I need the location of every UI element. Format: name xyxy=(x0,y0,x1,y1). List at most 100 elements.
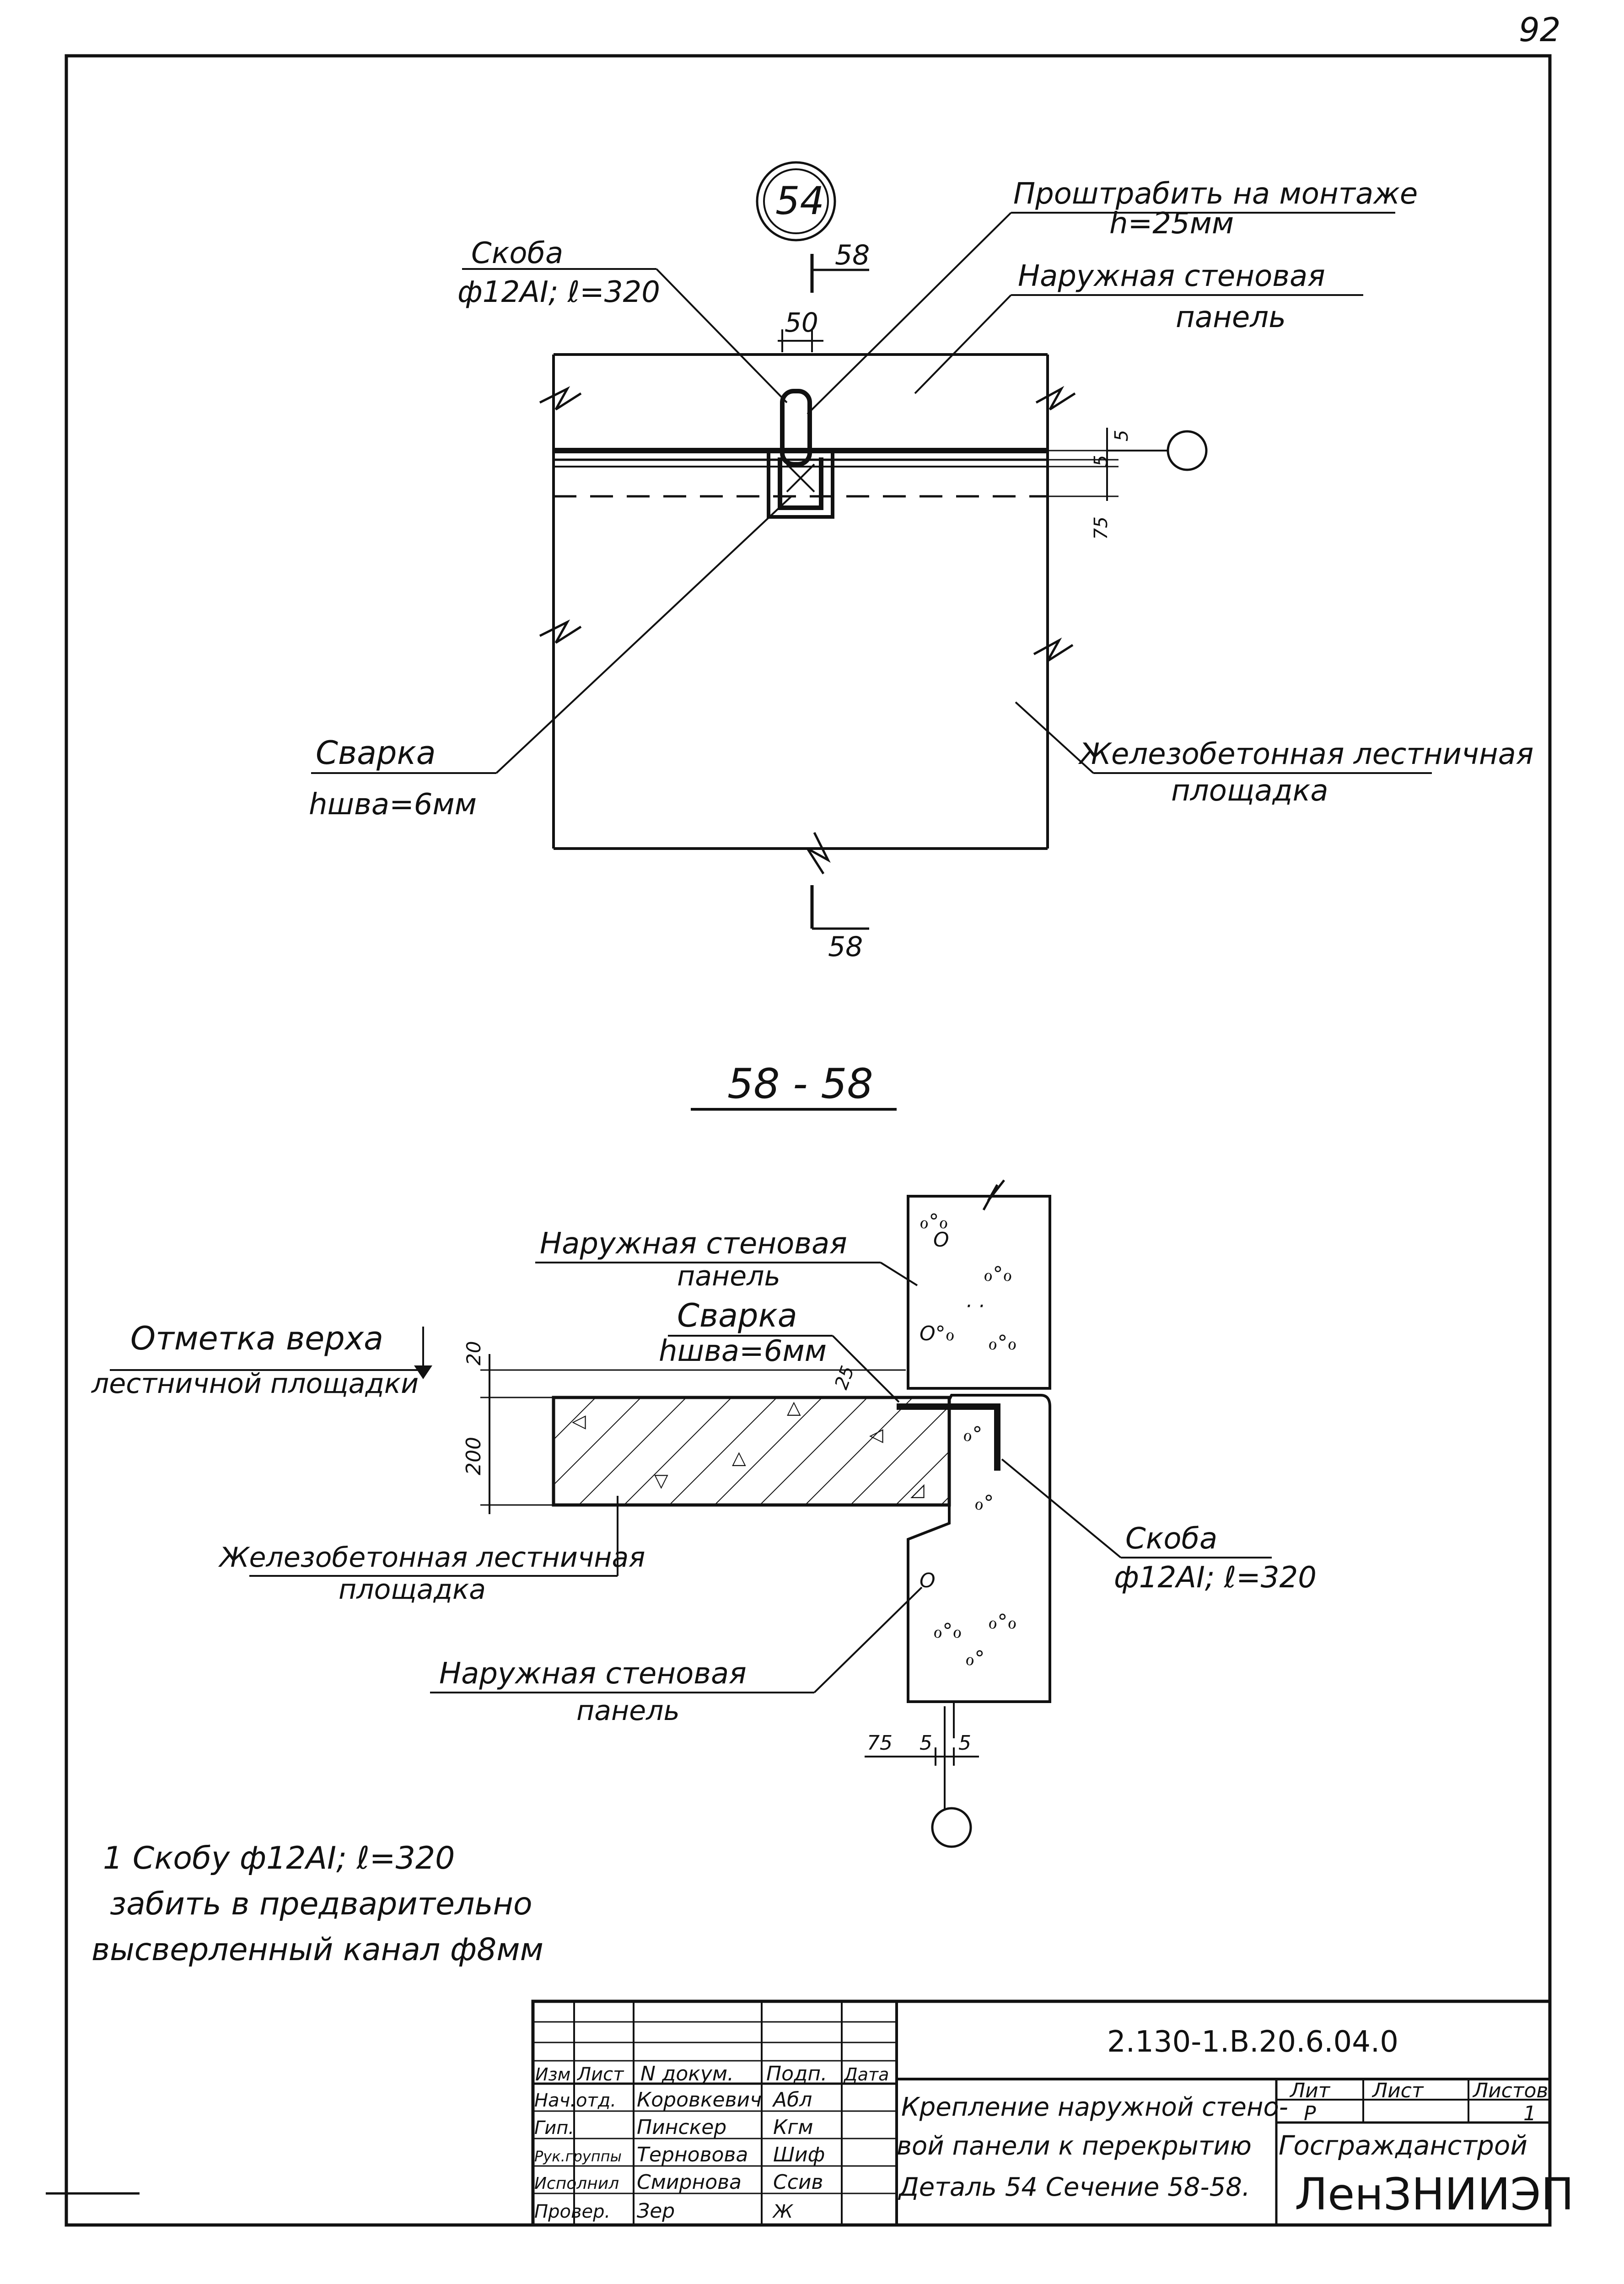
break-mark xyxy=(1033,637,1074,662)
svg-text:O°ℴ: O°ℴ xyxy=(920,1322,955,1345)
detail-mark: 54 xyxy=(775,178,824,223)
tb-header-date: Дата xyxy=(843,2064,889,2085)
tb-sheets-header: Листов xyxy=(1472,2079,1548,2102)
section-view: 58 - 58 ℴ°ℴO ℴ°ℴO°ℴ ℴ°ℴ· · ℴ°ℴ° Oℴ°ℴ ℴ°ℴ… xyxy=(91,1060,1317,1848)
tb-role-5: Провер. xyxy=(534,2201,610,2222)
tb-header-izm: Изм xyxy=(535,2064,570,2085)
svg-text:ℴ°: ℴ° xyxy=(965,1647,984,1670)
plan-view: 54 58 58 50 xyxy=(309,161,1533,963)
break-mark xyxy=(806,832,831,875)
level-callout-1: Отметка верха xyxy=(130,1320,383,1357)
weld-callout-2: hшва=6мм xyxy=(309,788,477,822)
tb-name-5: Зер xyxy=(637,2199,675,2223)
slab-section-callout-2: площадка xyxy=(339,1574,486,1606)
tb-doc-code: 2.130-1.В.20.6.04.0 xyxy=(1107,2025,1398,2059)
note-line-1: 1 Скобу ф12AI; ℓ=320 xyxy=(103,1840,455,1876)
dim-5a: 5 xyxy=(1111,430,1132,441)
slab-section-callout-1: Железобетонная лестничная xyxy=(218,1542,645,1574)
dim-75-section: 75 xyxy=(867,1731,893,1755)
svg-text:▽: ▽ xyxy=(654,1470,668,1491)
tb-sign-4: Ссив xyxy=(773,2171,823,2194)
notes: 1 Скобу ф12AI; ℓ=320 забить в предварите… xyxy=(91,1840,543,1968)
svg-text:ℴ°ℴ: ℴ°ℴ xyxy=(933,1619,962,1643)
tb-role-4: Исполнил xyxy=(534,2174,619,2193)
wall-panel-callout-1: Наружная стеновая xyxy=(1018,259,1325,293)
tb-name-4: Смирнова xyxy=(637,2171,742,2194)
section-mark-bottom-label: 58 xyxy=(828,931,863,963)
svg-text:ℴ°ℴ: ℴ°ℴ xyxy=(988,1331,1017,1354)
dim-25: 25 xyxy=(831,1363,859,1392)
tb-role-1: Нач.отд. xyxy=(534,2090,616,2111)
slab-callout-1: Железобетонная лестничная xyxy=(1078,737,1533,771)
detail-mark-circle-inner xyxy=(763,168,829,234)
bracket-plan xyxy=(780,389,812,467)
svg-text:O: O xyxy=(933,1228,949,1252)
bracket-section-callout-1: Скоба xyxy=(1125,1522,1217,1556)
slab-callout-2: площадка xyxy=(1171,774,1328,808)
tb-sign-5: Ж xyxy=(772,2201,794,2222)
tb-org-1: Госгражданстрой xyxy=(1279,2130,1527,2161)
wall-panel-upper-callout-1: Наружная стеновая xyxy=(540,1227,847,1261)
tb-desc-2: вой панели к перекрытию xyxy=(897,2131,1252,2161)
bracket-section xyxy=(897,1403,1000,1471)
groove-callout-1: Проштрабить на монтаже xyxy=(1013,177,1418,211)
dim-200: 200 xyxy=(462,1437,485,1475)
svg-text:ℴ°ℴ: ℴ°ℴ xyxy=(984,1263,1012,1286)
tb-org-2: ЛенЗНИИЭП xyxy=(1295,2169,1574,2220)
tb-sheets: 1 xyxy=(1523,2102,1536,2125)
title-block: Изм Лист N докум. Подп. Дата Нач.отд. Ко… xyxy=(531,1999,1574,2227)
bracket-weld-box xyxy=(767,449,834,519)
dim-75: 75 xyxy=(1091,516,1112,540)
break-mark xyxy=(539,386,582,411)
svg-text:ℴ°: ℴ° xyxy=(963,1423,982,1446)
weld-section-callout-1: Сварка xyxy=(677,1297,797,1334)
svg-text:◁: ◁ xyxy=(869,1424,883,1446)
tb-name-2: Пинскер xyxy=(637,2116,726,2139)
svg-text:ℴ°ℴ: ℴ°ℴ xyxy=(988,1610,1017,1634)
svg-text:◿: ◿ xyxy=(910,1479,925,1500)
wall-panel-upper xyxy=(907,1195,1051,1390)
svg-text:△: △ xyxy=(732,1447,746,1468)
svg-text:O: O xyxy=(920,1569,936,1592)
tb-sheet-header: Лист xyxy=(1371,2079,1424,2102)
detail-mark-circle-outer xyxy=(756,161,836,242)
tb-stage-header: Лит xyxy=(1289,2079,1331,2102)
tb-header-list: Лист xyxy=(576,2064,624,2085)
section-mark-top-label: 58 xyxy=(835,239,870,271)
dim-5a-section: 5 xyxy=(920,1731,932,1755)
tb-sign-1: Абл xyxy=(772,2088,812,2112)
note-line-3: высверленный канал ф8мм xyxy=(91,1932,543,1968)
dim-50: 50 xyxy=(785,307,818,338)
tb-header-doc: N докум. xyxy=(640,2062,734,2085)
svg-text:ℴ°: ℴ° xyxy=(974,1491,994,1515)
tb-name-3: Терновова xyxy=(637,2143,748,2166)
dim-20: 20 xyxy=(462,1341,485,1365)
level-callout-2: лестничной площадки xyxy=(91,1368,419,1400)
tb-stage: Р xyxy=(1304,2102,1316,2125)
wall-panel-upper-callout-2: панель xyxy=(677,1260,780,1292)
axis-marker-circle xyxy=(1167,430,1208,471)
tb-sign-3: Шиф xyxy=(773,2143,825,2166)
tb-header-sign: Подп. xyxy=(766,2062,827,2085)
weld-section-callout-2: hшва=6мм xyxy=(659,1334,827,1368)
sheet-number: 92 xyxy=(1519,11,1561,49)
tb-sign-2: Кгм xyxy=(773,2116,813,2139)
break-mark xyxy=(1035,386,1076,411)
dim-5b-section: 5 xyxy=(958,1731,971,1755)
wall-panel-lower-callout-2: панель xyxy=(576,1695,680,1727)
rc-landing-slab xyxy=(552,1396,951,1507)
svg-text:◁: ◁ xyxy=(572,1411,586,1432)
tb-role-2: Гип. xyxy=(534,2117,574,2139)
groove-callout-2: h=25мм xyxy=(1109,207,1234,241)
break-mark xyxy=(539,619,582,644)
wall-panel-lower-callout-1: Наружная стеновая xyxy=(439,1657,747,1691)
wall-panel-callout-2: панель xyxy=(1176,301,1286,334)
axis-marker-circle-section xyxy=(931,1807,972,1848)
section-title: 58 - 58 xyxy=(727,1060,873,1108)
bracket-callout-2: ф12AI; ℓ=320 xyxy=(457,275,660,309)
note-line-2: забить в предварительно xyxy=(110,1886,532,1922)
bracket-section-callout-2: ф12AI; ℓ=320 xyxy=(1114,1561,1317,1595)
svg-text:ℴ°ℴ: ℴ°ℴ xyxy=(920,1210,948,1233)
tb-desc-1: Крепление наружной стено- xyxy=(901,2092,1288,2122)
